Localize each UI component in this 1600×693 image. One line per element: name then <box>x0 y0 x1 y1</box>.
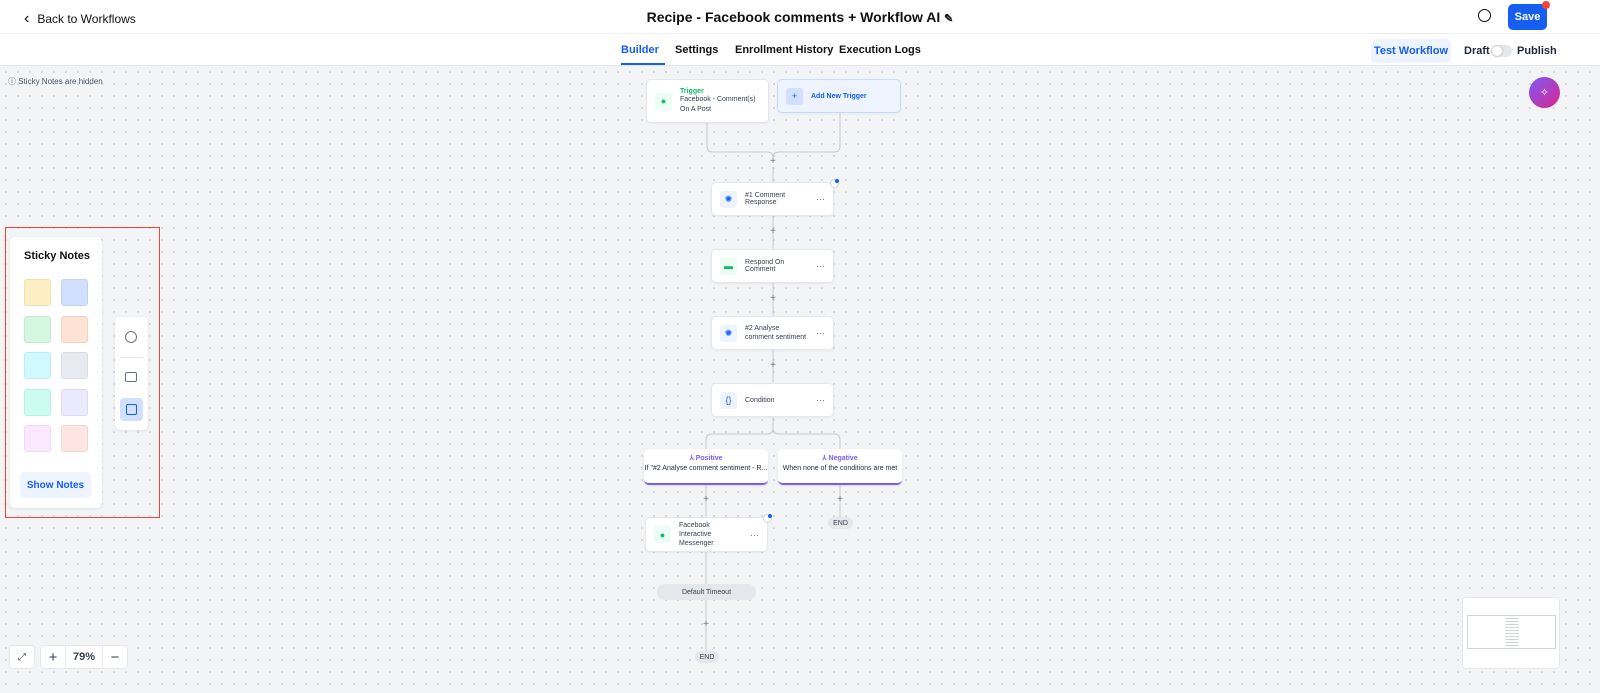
more-options-icon[interactable]: ··· <box>816 395 825 405</box>
step-facebook-messenger[interactable]: ●Facebook Interactive Messenger··· <box>645 517 768 552</box>
workflow-title: Recipe - Facebook comments + Workflow AI… <box>646 9 954 25</box>
sticky-color-swatch[interactable] <box>61 352 88 379</box>
add-step-button[interactable]: + <box>770 156 776 167</box>
highlight-box <box>5 227 160 518</box>
default-timeout[interactable]: Default Timeout <box>657 584 756 600</box>
edit-pencil-icon[interactable]: ✎ <box>944 13 954 25</box>
sticky-color-swatch[interactable] <box>24 352 51 379</box>
test-workflow-button[interactable]: Test Workflow <box>1371 39 1451 63</box>
add-step-button[interactable]: + <box>770 360 776 371</box>
divider <box>120 357 143 358</box>
active-tab-indicator <box>621 63 665 65</box>
end-marker: END <box>828 517 853 529</box>
sticky-color-swatch[interactable] <box>24 425 51 452</box>
canvas-tools <box>115 317 148 430</box>
step-comment-response[interactable]: ✺#1 Comment Response··· <box>711 182 834 216</box>
ai-assistant-button[interactable]: ✧ <box>1529 77 1560 108</box>
panel-title: Sticky Notes <box>24 250 91 262</box>
step-condition[interactable]: {}Condition··· <box>711 383 834 417</box>
save-button[interactable]: Save <box>1508 4 1547 30</box>
sticky-color-swatch[interactable] <box>24 315 51 343</box>
chevron-left-icon: ‹ <box>24 10 30 27</box>
messenger-icon: ● <box>655 92 672 110</box>
info-icon: ⓘ <box>8 77 16 86</box>
tab-execution-logs[interactable]: Execution Logs <box>839 44 921 56</box>
tabs-bar <box>0 34 1600 66</box>
sticky-color-swatch[interactable] <box>61 315 88 343</box>
sticky-hidden-notice: ⓘ Sticky Notes are hidden <box>8 77 103 86</box>
more-options-icon[interactable]: ··· <box>816 328 825 338</box>
step-respond-on-comment[interactable]: ▬Respond On Comment··· <box>711 249 834 283</box>
sticky-notes-panel: Sticky Notes Show Notes <box>10 237 102 508</box>
plus-icon: + <box>786 87 803 105</box>
zoom-controls: + 79% − <box>40 645 128 669</box>
sticky-note-tool[interactable] <box>120 398 143 421</box>
comment-icon[interactable] <box>125 372 137 382</box>
sticky-color-swatch[interactable] <box>61 388 88 416</box>
zoom-in-button[interactable]: + <box>41 646 66 668</box>
publish-label: Publish <box>1517 45 1557 57</box>
comment-icon: ▬ <box>720 257 737 275</box>
fit-view-button[interactable]: ⤢ <box>9 645 35 669</box>
tab-settings[interactable]: Settings <box>675 44 719 56</box>
add-step-button[interactable]: + <box>703 494 709 505</box>
openai-icon: ✺ <box>720 324 737 342</box>
sticky-color-swatch[interactable] <box>24 388 51 416</box>
top-header <box>0 0 1600 34</box>
braces-icon: {} <box>720 391 737 409</box>
minimap[interactable] <box>1462 597 1560 669</box>
publish-toggle[interactable] <box>1491 45 1512 57</box>
history-icon[interactable] <box>1478 9 1491 22</box>
sticky-color-swatch[interactable] <box>61 279 88 306</box>
add-step-button[interactable]: + <box>770 226 776 237</box>
pie-chart-icon[interactable] <box>125 331 137 343</box>
tab-builder[interactable]: Builder <box>621 44 659 56</box>
add-new-trigger-button[interactable]: + Add New Trigger <box>777 79 901 113</box>
end-marker: END <box>695 651 719 663</box>
branch-icon: ⅄ <box>689 455 694 462</box>
zoom-level: 79% <box>72 651 96 663</box>
add-step-button[interactable]: + <box>770 293 776 304</box>
messenger-icon: ● <box>654 526 671 543</box>
branch-icon: ⅄ <box>822 455 827 462</box>
unsaved-indicator <box>1542 1 1550 9</box>
note-badge-icon[interactable] <box>830 179 839 188</box>
zoom-out-button[interactable]: − <box>102 646 127 668</box>
draft-label: Draft <box>1464 45 1490 57</box>
note-badge-icon[interactable] <box>763 514 772 523</box>
sticky-color-swatch[interactable] <box>61 425 88 452</box>
sticky-note-icon <box>126 404 137 415</box>
more-options-icon[interactable]: ··· <box>816 194 825 204</box>
expand-icon: ⤢ <box>18 651 26 663</box>
more-options-icon[interactable]: ··· <box>750 529 759 540</box>
show-notes-button[interactable]: Show Notes <box>20 472 91 498</box>
step-analyse-sentiment[interactable]: ✺#2 Analyse comment sentiment··· <box>711 316 834 350</box>
add-step-button[interactable]: + <box>837 494 843 505</box>
sticky-color-swatch[interactable] <box>24 279 51 306</box>
workflow-canvas[interactable] <box>0 66 1600 693</box>
add-step-button[interactable]: + <box>703 619 709 630</box>
more-options-icon[interactable]: ··· <box>816 261 825 271</box>
tab-enrollment-history[interactable]: Enrollment History <box>735 44 834 56</box>
minimap-nodes <box>1505 615 1519 651</box>
openai-icon: ✺ <box>720 190 737 208</box>
back-to-workflows-link[interactable]: ‹Back to Workflows <box>24 10 136 27</box>
